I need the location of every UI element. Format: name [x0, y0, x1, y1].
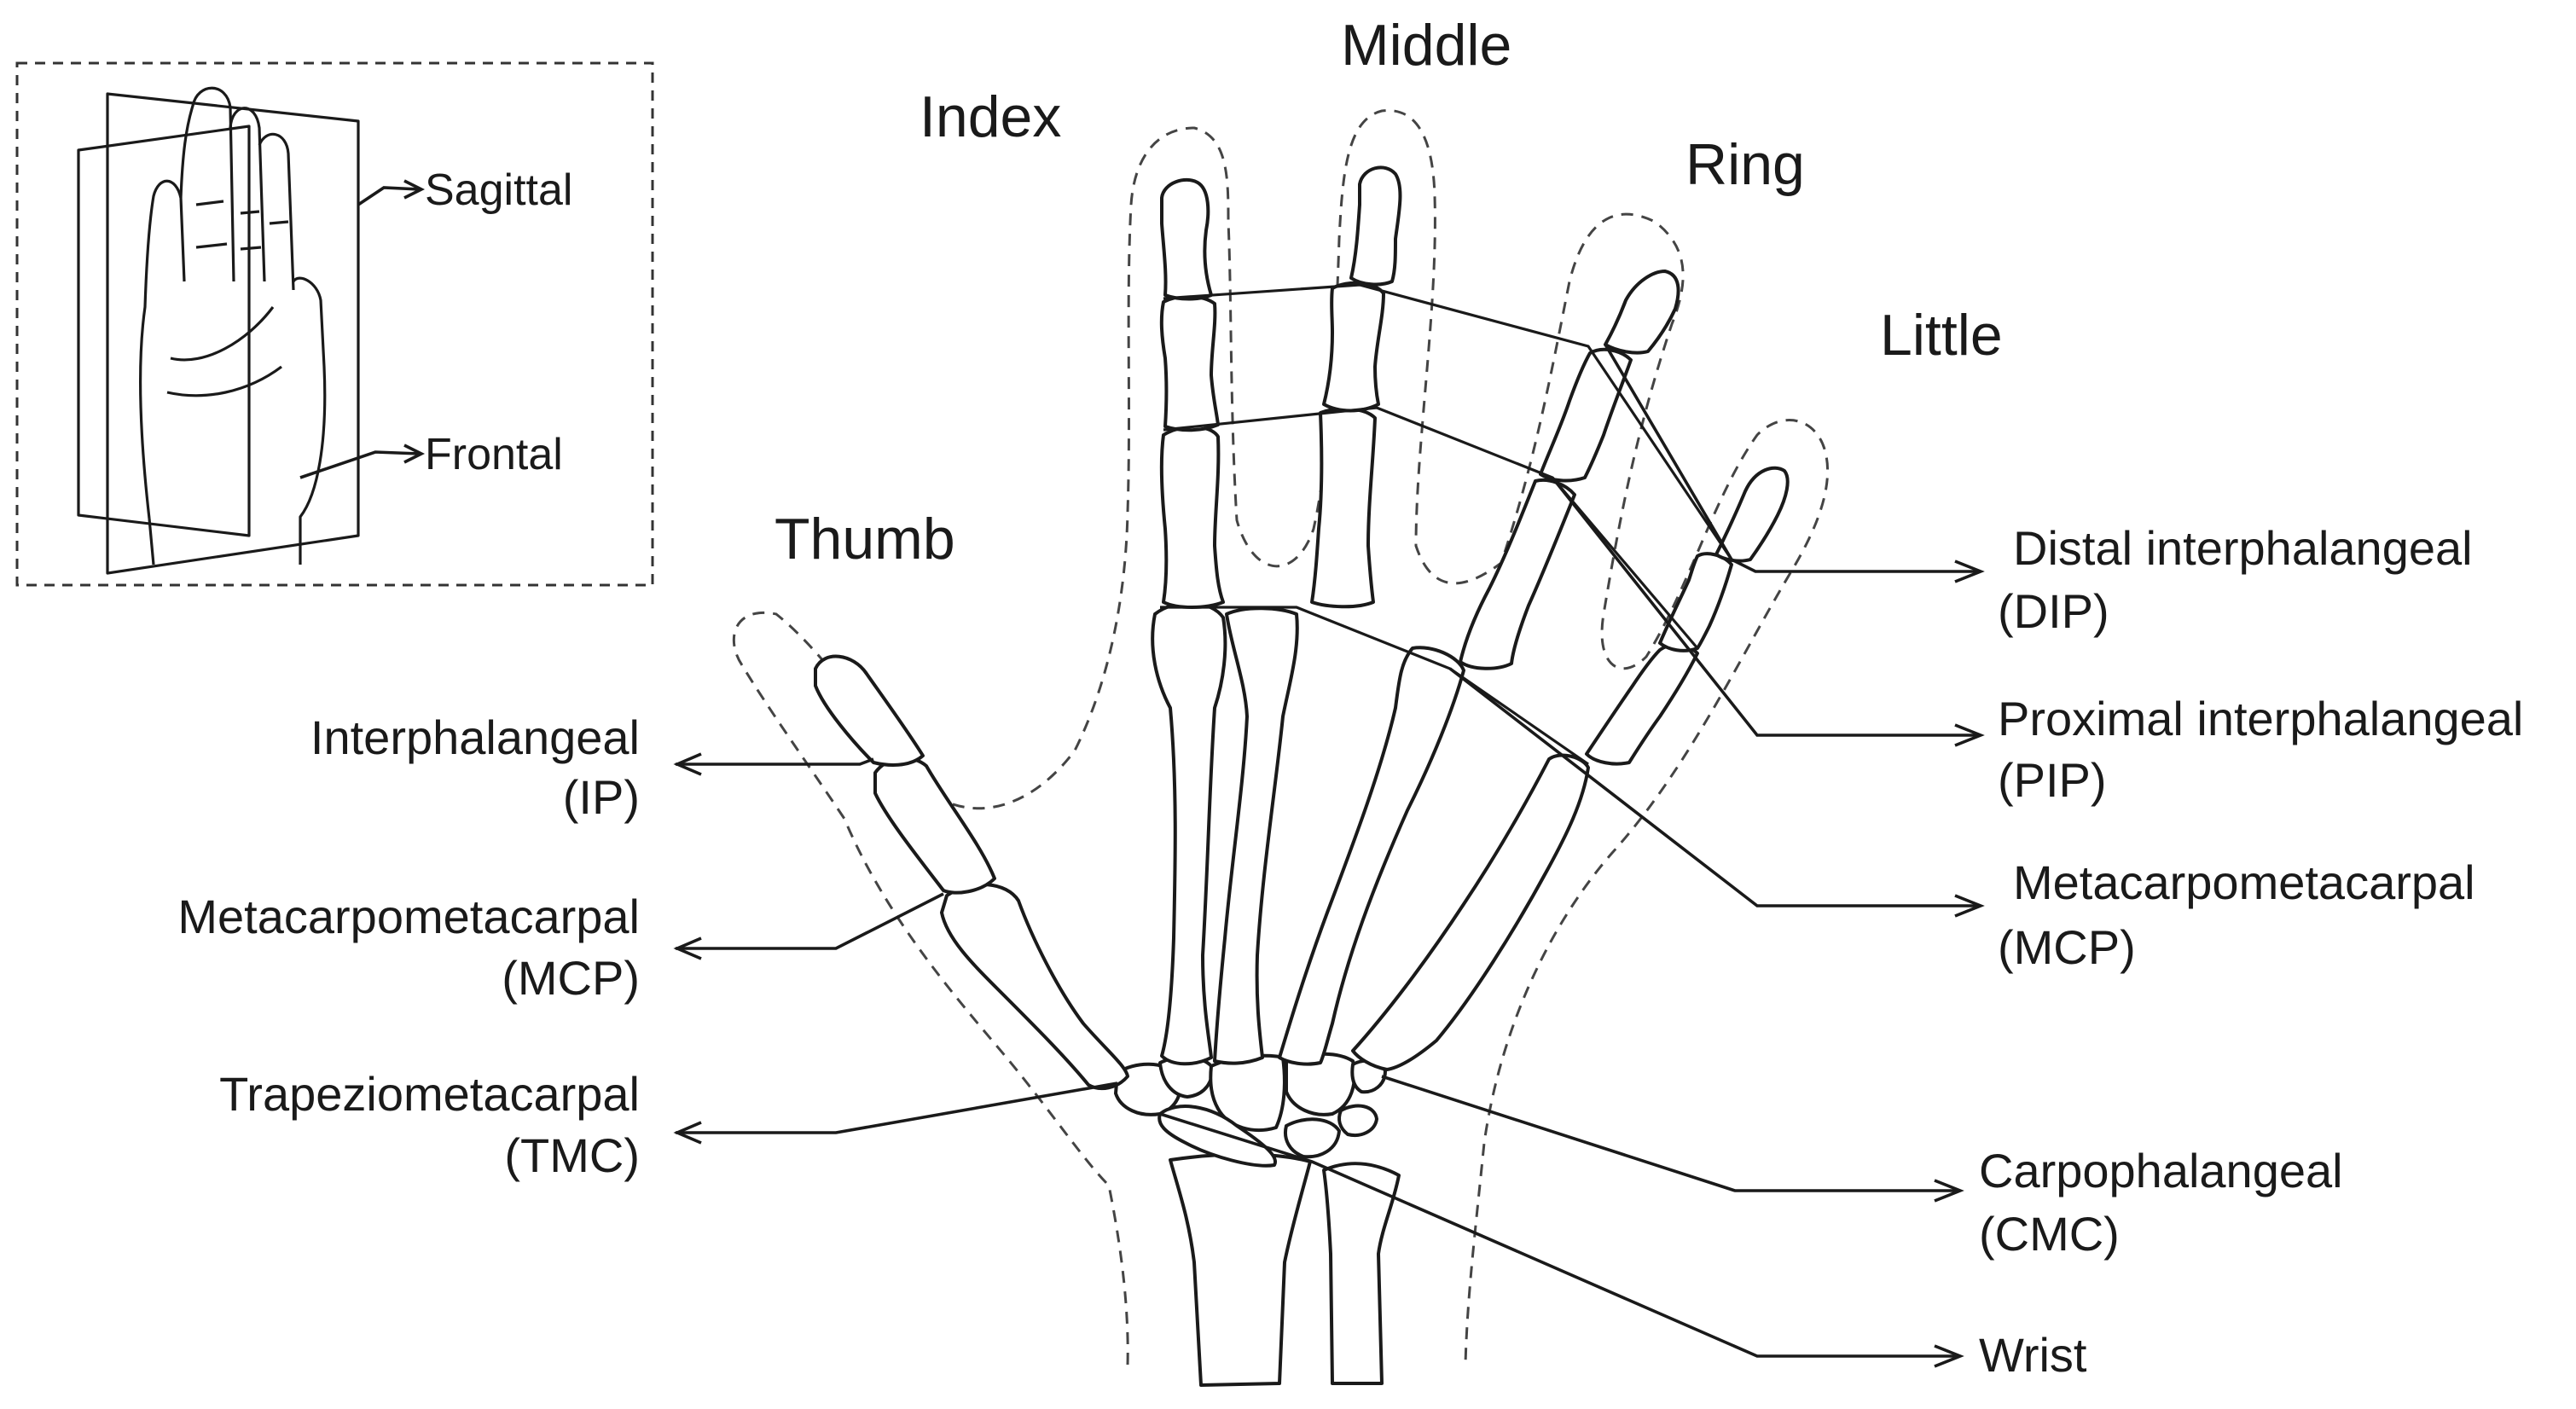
middle-label: Middle: [1341, 13, 1511, 78]
index-distal-phalanx: [1160, 177, 1213, 301]
ip-joint-callout: Interphalangeal (IP): [310, 710, 874, 824]
little-proximal-phalanx: [1585, 643, 1699, 766]
little-metacarpal: [1351, 753, 1590, 1071]
hand-skeleton: [814, 165, 1790, 1387]
ip-joint-name: Interphalangeal: [310, 710, 640, 764]
index-label: Index: [920, 84, 1061, 149]
hand-skin-outline: [732, 109, 1830, 1366]
frontal-pointer: [299, 444, 426, 479]
pip-joint-abbr: (PIP): [1998, 753, 2107, 807]
thumb-metacarpal: [940, 883, 1129, 1091]
little-distal-phalanx: [1714, 466, 1790, 563]
sagittal-plane: [106, 92, 360, 575]
left-mcp-joint-abbr: (MCP): [502, 951, 640, 1005]
dip-line: [1163, 283, 1733, 560]
ring-metacarpal: [1278, 646, 1465, 1066]
cmc-joint-callout: Carpophalangeal (CMC): [1381, 1075, 2343, 1261]
frontal-plane: [77, 125, 251, 537]
anatomical-planes-inset: Sagittal Frontal: [15, 61, 654, 587]
dip-joint-callout: Distal interphalangeal (DIP): [1604, 344, 2473, 638]
pip-joint-callout: Proximal interphalangeal (PIP): [1551, 476, 2523, 807]
ring-label: Ring: [1685, 132, 1805, 197]
frontal-label: Frontal: [425, 430, 563, 479]
inset-hand-drawing: [138, 86, 327, 565]
right-mcp-joint-name: Metacarpometacarpal: [2013, 855, 2475, 909]
left-mcp-joint-callout: Metacarpometacarpal (MCP): [177, 890, 944, 1005]
ulna-bone: [1322, 1162, 1401, 1385]
thumb-proximal-phalanx: [873, 756, 996, 895]
middle-distal-phalanx: [1349, 165, 1402, 287]
lunate-bone: [1284, 1117, 1341, 1159]
tmc-joint-abbr: (TMC): [504, 1128, 640, 1182]
cmc-joint-name: Carpophalangeal: [1979, 1144, 2343, 1197]
inset-frame: [15, 61, 654, 587]
pip-joint-name: Proximal interphalangeal: [1998, 692, 2523, 745]
ring-middle-phalanx: [1539, 347, 1633, 483]
ip-joint-abbr: (IP): [563, 770, 640, 824]
cmc-joint-abbr: (CMC): [1979, 1207, 2120, 1261]
capitate-bone: [1209, 1053, 1286, 1132]
wrist-joint-callout: Wrist: [1159, 1112, 2087, 1382]
index-middle-phalanx: [1159, 294, 1220, 432]
left-mcp-joint-name: Metacarpometacarpal: [177, 890, 640, 943]
scaphoid-bone: [1157, 1105, 1278, 1168]
triquetrum-bone: [1337, 1104, 1378, 1137]
dip-joint-abbr: (DIP): [1998, 584, 2109, 638]
index-metacarpal: [1151, 601, 1227, 1066]
dip-joint-name: Distal interphalangeal: [2013, 521, 2473, 575]
wrist-joint-name: Wrist: [1979, 1328, 2087, 1382]
joint-connector-lines: [1160, 283, 1733, 766]
tmc-joint-name: Trapeziometacarpal: [219, 1067, 640, 1121]
thumb-label: Thumb: [775, 507, 955, 571]
middle-proximal-phalanx: [1310, 407, 1377, 609]
mcp-line: [1160, 606, 1589, 766]
radius-bone: [1169, 1152, 1312, 1387]
sagittal-pointer: [357, 179, 426, 206]
right-mcp-joint-abbr: (MCP): [1998, 920, 2136, 974]
right-mcp-joint-callout: Metacarpometacarpal (MCP): [1448, 667, 2475, 974]
little-middle-phalanx: [1658, 552, 1733, 652]
middle-middle-phalanx: [1322, 281, 1385, 413]
pip-line: [1163, 406, 1699, 650]
little-label: Little: [1880, 303, 2003, 368]
thumb-distal-phalanx: [814, 654, 925, 767]
middle-metacarpal: [1213, 606, 1299, 1065]
ring-distal-phalanx: [1604, 270, 1680, 355]
index-proximal-phalanx: [1159, 425, 1225, 609]
sagittal-label: Sagittal: [425, 165, 572, 215]
tmc-joint-callout: Trapeziometacarpal (TMC): [219, 1067, 1118, 1182]
